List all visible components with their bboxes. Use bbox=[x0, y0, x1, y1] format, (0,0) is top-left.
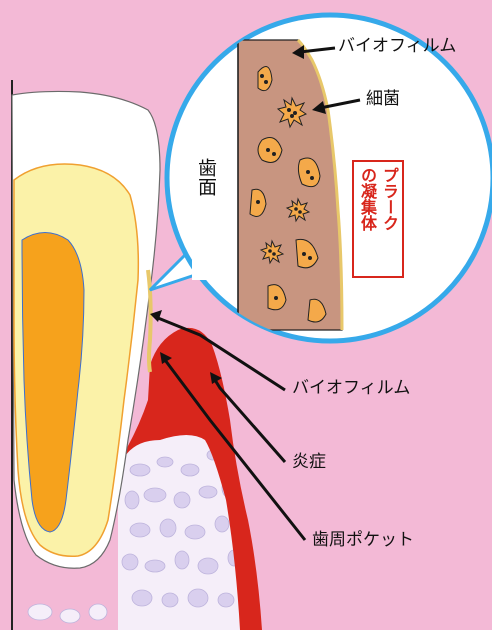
label-bacteria: 細菌 bbox=[366, 91, 400, 108]
label-periodontal-pocket: 歯周ポケット bbox=[312, 532, 414, 549]
label-biofilm-zoom: バイオフィルム bbox=[338, 38, 456, 55]
plaque-text-line1: プラーク bbox=[380, 167, 398, 231]
plaque-aggregate-box: プラーク の凝集体 bbox=[352, 160, 404, 278]
label-biofilm: バイオフィルム bbox=[292, 380, 410, 397]
label-inflammation: 炎症 bbox=[292, 454, 326, 471]
plaque-text-line2: の凝集体 bbox=[358, 167, 376, 231]
biofilm-layer bbox=[148, 270, 151, 372]
label-tooth-surface: 歯面 bbox=[196, 158, 215, 196]
callout-joint bbox=[192, 260, 222, 280]
